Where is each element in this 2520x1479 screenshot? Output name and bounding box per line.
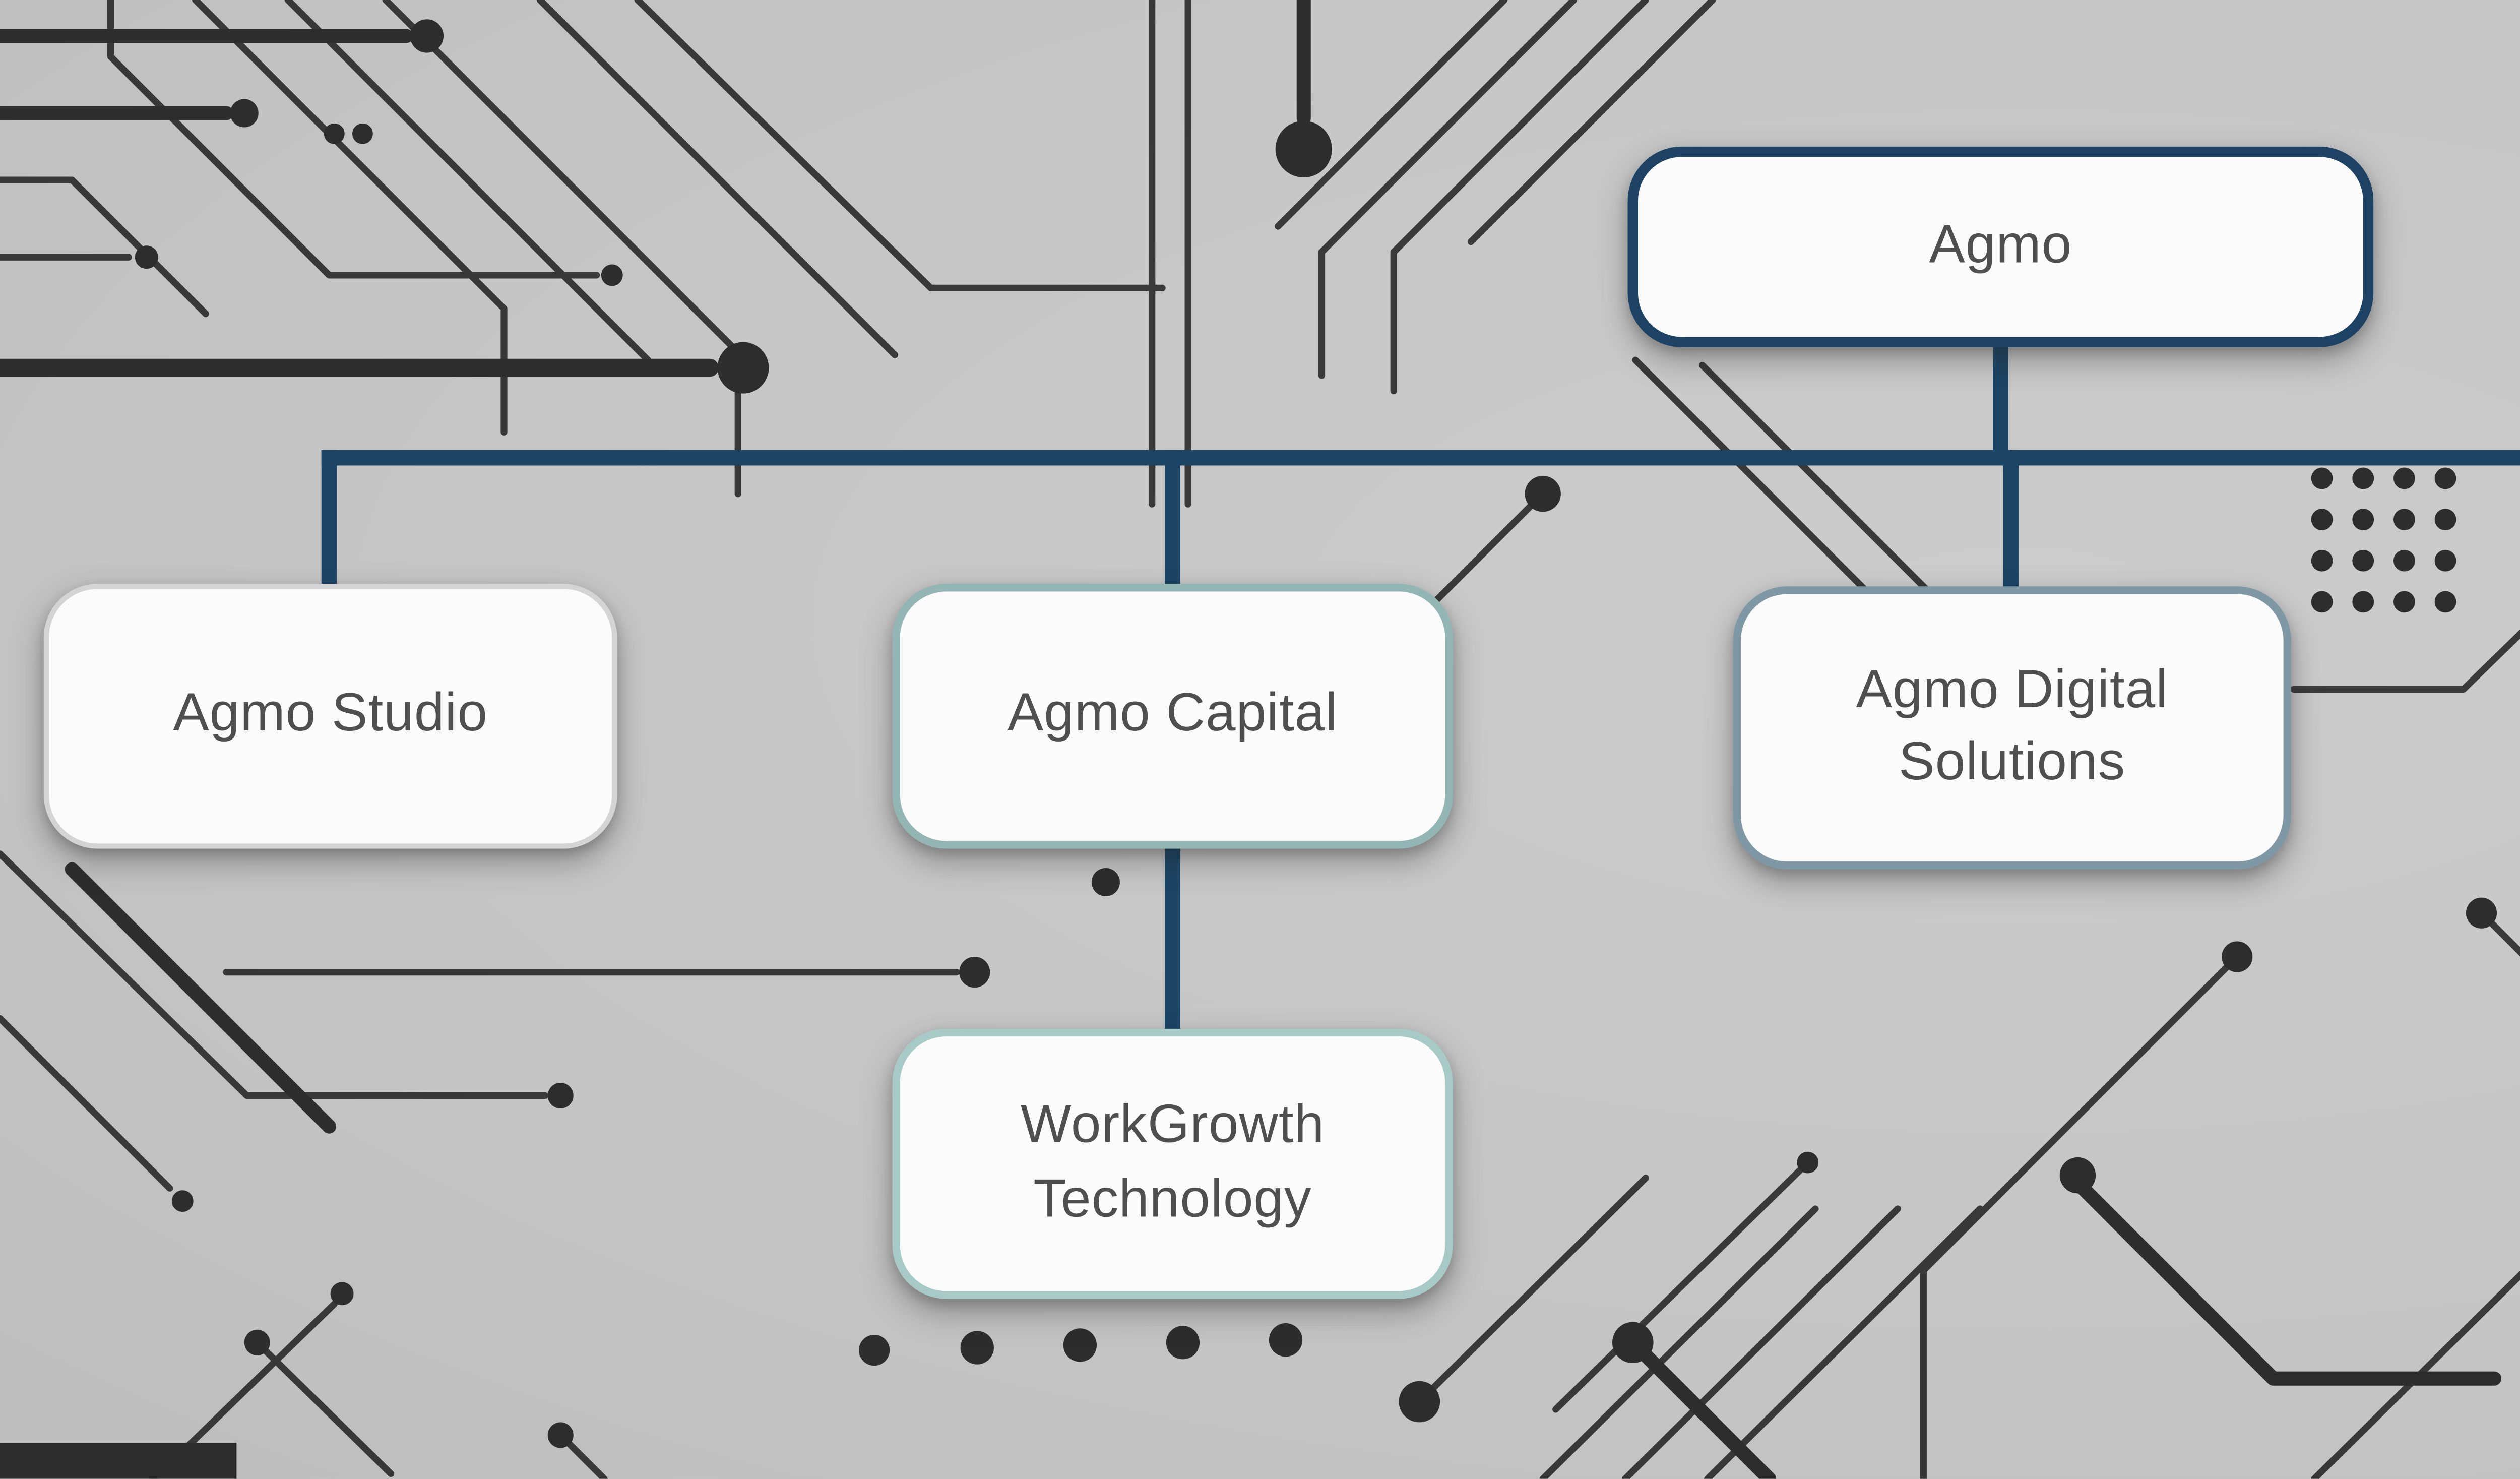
org-node-workgrowth-technology: WorkGrowth Technology (892, 1028, 1453, 1299)
org-node-label: Agmo Studio (173, 685, 488, 745)
org-node-agmo-capital: Agmo Capital (892, 584, 1453, 849)
connector-capital-to-workgrowth (1165, 843, 1180, 1034)
connector-root-stem (1993, 342, 2008, 456)
connector-horizontal-bar (321, 450, 2520, 466)
org-node-label: Agmo (1929, 215, 2072, 275)
org-node-agmo-studio: Agmo Studio (43, 584, 617, 849)
org-node-label: Agmo Digital Solutions (1856, 660, 2169, 792)
connector-drop-digital (2003, 450, 2019, 589)
connector-drop-studio (321, 450, 337, 587)
org-node-label: Agmo Capital (1007, 685, 1338, 745)
org-node-agmo: Agmo (1627, 146, 2374, 347)
connector-drop-capital (1165, 450, 1180, 587)
org-node-label: WorkGrowth Technology (1020, 1096, 1325, 1228)
org-node-agmo-digital-solutions: Agmo Digital Solutions (1733, 586, 2291, 870)
